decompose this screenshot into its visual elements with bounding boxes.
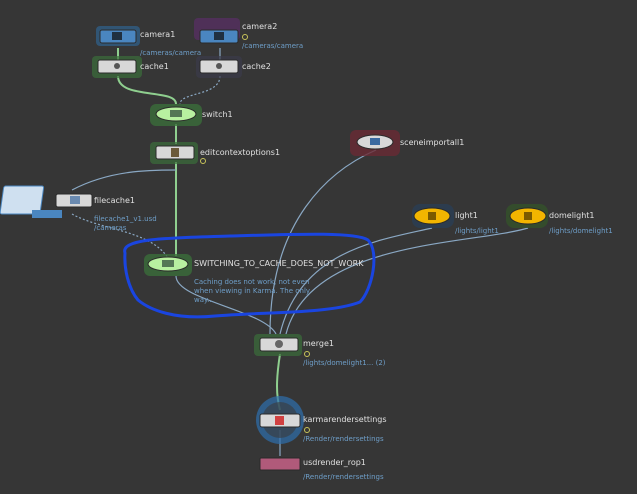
camera2-label: camera2: [242, 22, 278, 31]
display-flag-icon: [304, 351, 310, 357]
wire-cache1-switch1: [117, 75, 177, 105]
merge-icon: [275, 340, 283, 348]
cache1-label: cache1: [140, 62, 169, 71]
display-flag-icon: [304, 427, 310, 433]
wire-domelight-merge: [285, 227, 529, 335]
switching-comment: Caching does not work, not even when vie…: [194, 278, 311, 304]
switch1-label: switch1: [202, 110, 233, 119]
scene-import-icon: [370, 138, 380, 145]
camera1-path: /cameras/camera: [140, 49, 202, 57]
usdrender-rop1-node[interactable]: [259, 457, 301, 471]
rop-icon: [259, 457, 301, 471]
wire-cache2-switch1: [179, 75, 221, 105]
switching-label: SWITCHING_TO_CACHE_DOES_NOT_WORK: [194, 259, 364, 268]
editcontextoptions1-node[interactable]: [150, 142, 198, 164]
merge1-node[interactable]: [254, 334, 302, 356]
domelight1-path: /lights/domelight1: [549, 227, 613, 235]
filecache1-node[interactable]: [0, 185, 93, 218]
cache-icon: [114, 63, 120, 69]
karma-label: karmarendersettings: [303, 415, 387, 424]
karma-path: /Render/rendersettings: [303, 435, 384, 443]
display-flag-icon: [242, 34, 248, 40]
connection-wires: [71, 48, 529, 456]
light1-label: light1: [455, 211, 478, 220]
wire-filecache-switching: [71, 213, 169, 259]
dome-light-icon: [524, 212, 532, 220]
domelight1-node[interactable]: [506, 204, 548, 228]
wire-editcontext-filecache: [71, 169, 177, 191]
merge1-label: merge1: [303, 339, 334, 348]
wire-switching-merge: [175, 275, 277, 335]
camera1-label: camera1: [140, 30, 176, 39]
camera2-node[interactable]: [194, 18, 240, 44]
editcontextoptions1-label: editcontextoptions1: [200, 148, 281, 157]
filecache1-file: filecache1_v1.usd: [94, 215, 157, 223]
sceneimportall1-node[interactable]: [350, 130, 400, 156]
hand-drawn-annotation-circle: [123, 232, 376, 319]
rop-label: usdrender_rop1: [303, 458, 366, 467]
switching-node[interactable]: [144, 254, 192, 276]
camera2-path: /cameras/camera: [242, 42, 304, 50]
domelight1-label: domelight1: [549, 211, 595, 220]
wire-light1-merge: [279, 227, 433, 335]
light1-node[interactable]: [412, 204, 454, 228]
camera-icon: [214, 32, 224, 40]
switch-icon: [170, 110, 182, 117]
cache2-node[interactable]: [196, 56, 242, 78]
filecache1-label: filecache1: [94, 196, 135, 205]
switch-icon: [162, 260, 174, 267]
display-flag-icon: [200, 158, 206, 164]
cache2-label: cache2: [242, 62, 271, 71]
wire-sceneimport-merge: [269, 149, 377, 335]
light1-path: /lights/light1: [455, 227, 499, 235]
karmarendersettings-node[interactable]: [256, 396, 304, 444]
render-settings-icon: [275, 416, 284, 425]
edit-context-icon: [171, 148, 179, 157]
merge1-path: /lights/domelight1... (2): [303, 359, 386, 367]
cache1-node[interactable]: [92, 56, 142, 78]
sceneimportall1-label: sceneimportall1: [400, 138, 465, 147]
filecache1-path: /cameras: [94, 224, 127, 232]
camera1-node[interactable]: [96, 26, 140, 46]
cache-icon: [216, 63, 222, 69]
rop-path: /Render/rendersettings: [303, 473, 384, 481]
camera-icon: [112, 32, 122, 40]
light-bulb-icon: [428, 212, 436, 220]
file-cache-icon: [0, 185, 45, 215]
switch1-node[interactable]: [150, 104, 202, 126]
